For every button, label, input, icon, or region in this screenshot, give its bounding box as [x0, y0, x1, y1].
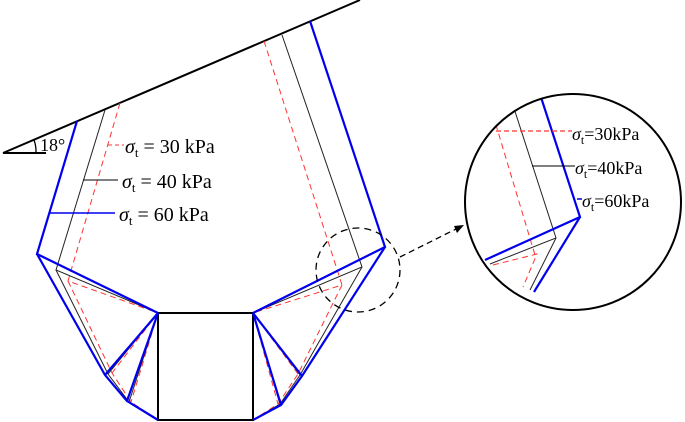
- arrow-head-icon: [454, 225, 464, 233]
- magnified-detail: [464, 93, 682, 311]
- detail-arrow: [399, 227, 459, 258]
- tunnel-opening: [157, 312, 254, 421]
- failure-surface-30kpa: [67, 40, 343, 421]
- slope-angle-label: 18°: [40, 135, 65, 155]
- detail-label-40kpa: σt=40kPa: [575, 158, 642, 181]
- detail-label-30kpa: σt=30kPa: [572, 124, 639, 147]
- detail-label-60kpa: σt=60kPa: [582, 191, 649, 214]
- legend-label-60kpa: σt = 60 kPa: [119, 204, 209, 228]
- magnifier-circle: [464, 93, 682, 311]
- angle-arc: [33, 139, 37, 154]
- legend-leaders: [50, 144, 124, 214]
- failure-surface-40kpa: [55, 34, 363, 421]
- detail-highlight-circle: [315, 227, 401, 313]
- slope-surface: [2, 0, 361, 154]
- failure-surface-60kpa: [35, 20, 387, 421]
- legend-label-30kpa: σt = 30 kPa: [125, 136, 215, 160]
- legend-label-40kpa: σt = 40 kPa: [122, 171, 212, 195]
